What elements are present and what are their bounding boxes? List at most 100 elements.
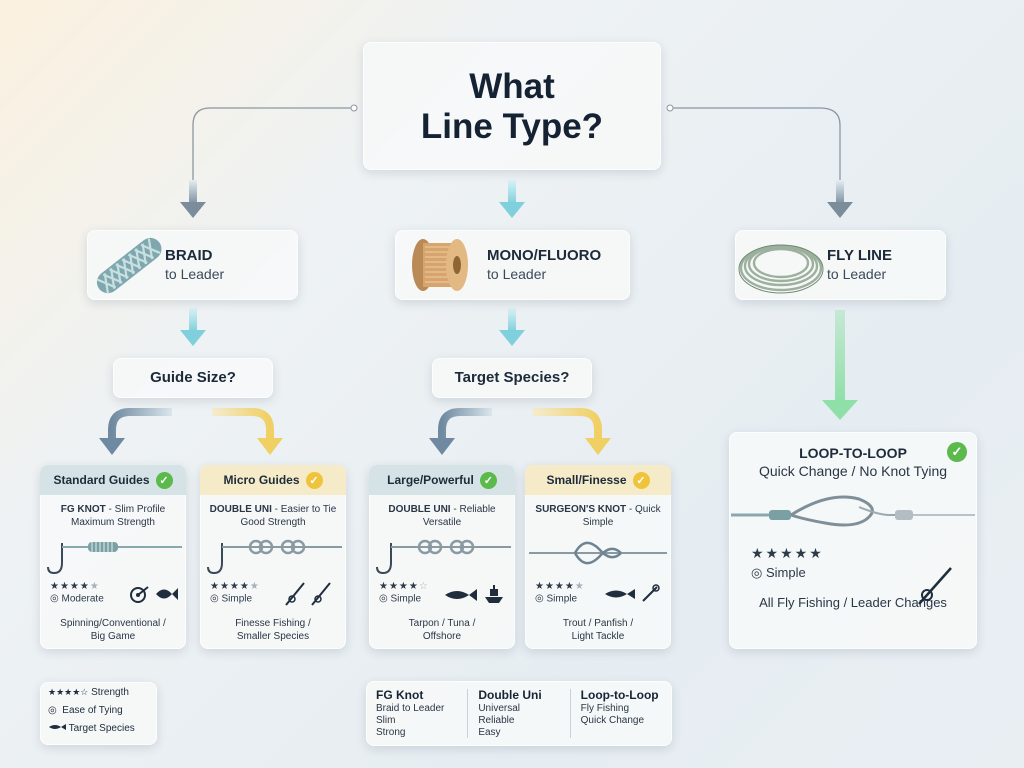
use-line-1: Spinning/Conventional / bbox=[60, 618, 166, 629]
summary-line: Strong bbox=[376, 727, 406, 738]
knot-name: SURGEON'S KNOT bbox=[535, 504, 627, 515]
summary-fg-knot: FG Knot Braid to Leader Slim Strong bbox=[366, 681, 467, 746]
knot-desc-2: Simple bbox=[582, 517, 614, 528]
braided-line-icon bbox=[87, 230, 165, 300]
rating-stars: ★★★★☆ bbox=[48, 687, 89, 697]
knot-desc-2: Versatile bbox=[422, 517, 462, 528]
fg-knot-illustration bbox=[40, 533, 186, 581]
knot-desc-1: - Quick bbox=[626, 504, 661, 515]
check-icon: ✓ bbox=[947, 442, 967, 462]
summary-loop-to-loop: Loop-to-Loop Fly Fishing Quick Change bbox=[571, 681, 672, 746]
boat-icon bbox=[483, 583, 505, 610]
arrow-to-guide-size bbox=[180, 308, 206, 346]
ease-label: Simple bbox=[390, 593, 422, 605]
summary-line: Fly Fishing bbox=[580, 703, 630, 714]
summary-line: Slim bbox=[376, 715, 396, 726]
knot-header-label: Small/Finesse bbox=[546, 473, 627, 487]
knot-desc-1: - Slim Profile bbox=[105, 504, 166, 515]
arrow-to-loop bbox=[822, 310, 858, 420]
lure-icon bbox=[641, 583, 661, 608]
ease-label: Simple bbox=[221, 593, 253, 605]
knot-meta: ★★★★★ ◎ Moderate bbox=[40, 581, 186, 615]
fly-line-sub: to Leader bbox=[827, 266, 887, 282]
legend-species: Target Species bbox=[68, 723, 135, 734]
ease-label: Simple bbox=[765, 565, 806, 580]
knot-name: FG KNOT bbox=[60, 504, 106, 515]
rating-stars: ★★★★★ bbox=[210, 581, 260, 592]
knot-header: Large/Powerful ✓ bbox=[369, 465, 515, 495]
mono-fluoro-card[interactable]: MONO/FLUORO to Leader bbox=[395, 230, 630, 300]
loop-sub: Quick Change / No Knot Tying bbox=[758, 463, 948, 479]
fly-line-label: FLY LINE bbox=[827, 247, 893, 264]
target-icon: ◎ bbox=[379, 593, 388, 604]
knot-meta: ★★★★★ ◎ Simple bbox=[200, 581, 346, 615]
knot-header-label: Large/Powerful bbox=[387, 473, 474, 487]
loop-to-loop-card[interactable]: ✓ LOOP-TO-LOOP Quick Change / No Knot Ty… bbox=[729, 432, 977, 649]
arrow-to-braid bbox=[180, 180, 206, 218]
summary-name: Double Uni bbox=[478, 688, 542, 702]
rating-stars: ★★★★★ bbox=[751, 545, 824, 561]
use-line-2: Big Game bbox=[90, 631, 136, 642]
braid-label: BRAID bbox=[165, 247, 213, 264]
title-card: What Line Type? bbox=[363, 42, 661, 170]
braid-card[interactable]: BRAID to Leader bbox=[87, 230, 298, 300]
fly-line-coil-icon bbox=[735, 230, 827, 300]
target-species-question: Target Species? bbox=[432, 358, 592, 398]
reel-icon bbox=[128, 583, 152, 610]
summary-line: Braid to Leader bbox=[376, 703, 445, 714]
mono-fluoro-sub: to Leader bbox=[487, 266, 547, 282]
knot-desc-2: Maximum Strength bbox=[71, 517, 155, 528]
use-line-2: Offshore bbox=[422, 631, 462, 642]
guide-size-question: Guide Size? bbox=[113, 358, 273, 398]
ease-label: Moderate bbox=[61, 593, 104, 605]
knot-meta: ★★★★★ ◎ Simple bbox=[525, 581, 671, 615]
arrow-to-target-species bbox=[499, 308, 525, 346]
title-line-2: Line Type? bbox=[420, 107, 604, 146]
page-title: What Line Type? bbox=[363, 67, 661, 147]
fish-icon bbox=[443, 587, 477, 608]
use-line-1: Trout / Panfish / bbox=[562, 618, 634, 629]
knot-desc-1: - Reliable bbox=[450, 504, 496, 515]
target-icon: ◎ bbox=[50, 593, 59, 604]
knot-use: Finesse Fishing /Smaller Species bbox=[200, 617, 346, 643]
rating-stars: ★★★★☆ bbox=[379, 581, 429, 592]
knot-card-micro-guides[interactable]: Micro Guides✓ DOUBLE UNI - Easier to Tie… bbox=[200, 465, 346, 649]
knot-desc-1: - Easier to Tie bbox=[271, 504, 337, 515]
braid-sub: to Leader bbox=[165, 266, 225, 282]
fish-icon bbox=[48, 723, 66, 734]
ease-label: Simple bbox=[546, 593, 578, 605]
knot-use: Spinning/Conventional / Big Game bbox=[40, 617, 186, 643]
target-icon: ◎ bbox=[751, 565, 763, 580]
fly-rod-icon bbox=[915, 566, 955, 611]
summary-line: Universal bbox=[478, 703, 521, 714]
summary-line: Quick Change bbox=[580, 715, 645, 726]
target-icon: ◎ bbox=[535, 593, 544, 604]
knot-header: Standard Guides✓ bbox=[40, 465, 186, 495]
rating-stars: ★★★★★ bbox=[50, 581, 100, 592]
fish-icon bbox=[154, 585, 178, 608]
loop-use: All Fly Fishing / Leader Changes bbox=[759, 595, 947, 610]
check-icon: ✓ bbox=[479, 471, 497, 489]
use-line-1: Finesse Fishing / bbox=[235, 618, 311, 629]
surgeons-knot-illustration bbox=[525, 533, 671, 581]
fly-line-card[interactable]: FLY LINE to Leader bbox=[735, 230, 946, 300]
summary-double-uni: Double Uni Universal Reliable Easy bbox=[468, 681, 569, 746]
arrow-to-mono bbox=[499, 180, 525, 218]
knot-desc-2: Good Strength bbox=[240, 517, 306, 528]
knot-name: DOUBLE UNI bbox=[388, 504, 451, 515]
knot-header: Small/Finesse✓ bbox=[525, 465, 671, 495]
summary-line: Reliable bbox=[478, 715, 515, 726]
knot-use: Trout / Panfish /Light Tackle bbox=[525, 617, 671, 643]
summary-name: FG Knot bbox=[376, 688, 424, 702]
check-icon: ✓ bbox=[305, 471, 323, 489]
summary-table: FG Knot Braid to Leader Slim Strong Doub… bbox=[366, 681, 672, 746]
fish-icon bbox=[603, 587, 635, 606]
legend: ★★★★☆ Strength ◎ Ease of Tying Target Sp… bbox=[40, 682, 157, 745]
